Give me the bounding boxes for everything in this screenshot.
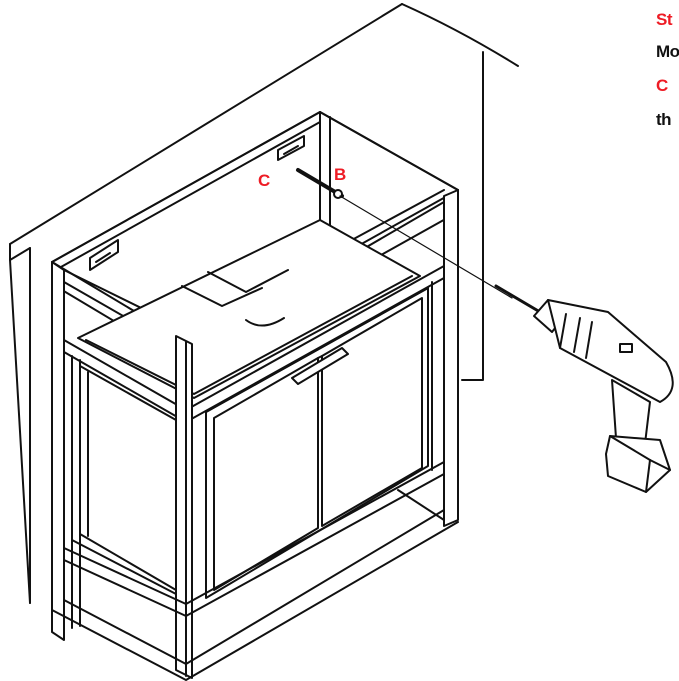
wall-bracket-left — [89, 239, 119, 271]
cabinet-side-panel — [79, 365, 177, 591]
wall — [9, 3, 519, 604]
front-right-leg — [175, 335, 193, 679]
wall-bracket-right — [277, 135, 305, 161]
back-right-leg — [431, 189, 459, 527]
instruction-line-1: Mo — [656, 42, 679, 61]
drill-icon — [494, 284, 674, 493]
step-heading: St — [656, 10, 673, 29]
part-label-c: C — [258, 171, 270, 190]
front-left-leg — [51, 261, 81, 641]
instruction-line-3: th — [656, 110, 672, 129]
cabinet-bottom-frame — [51, 461, 459, 681]
cabinet-body — [205, 287, 429, 599]
drill-guide-line — [339, 195, 513, 299]
part-label-b: B — [334, 165, 346, 184]
screw — [296, 168, 344, 199]
instruction-line-2: C — [656, 76, 668, 95]
